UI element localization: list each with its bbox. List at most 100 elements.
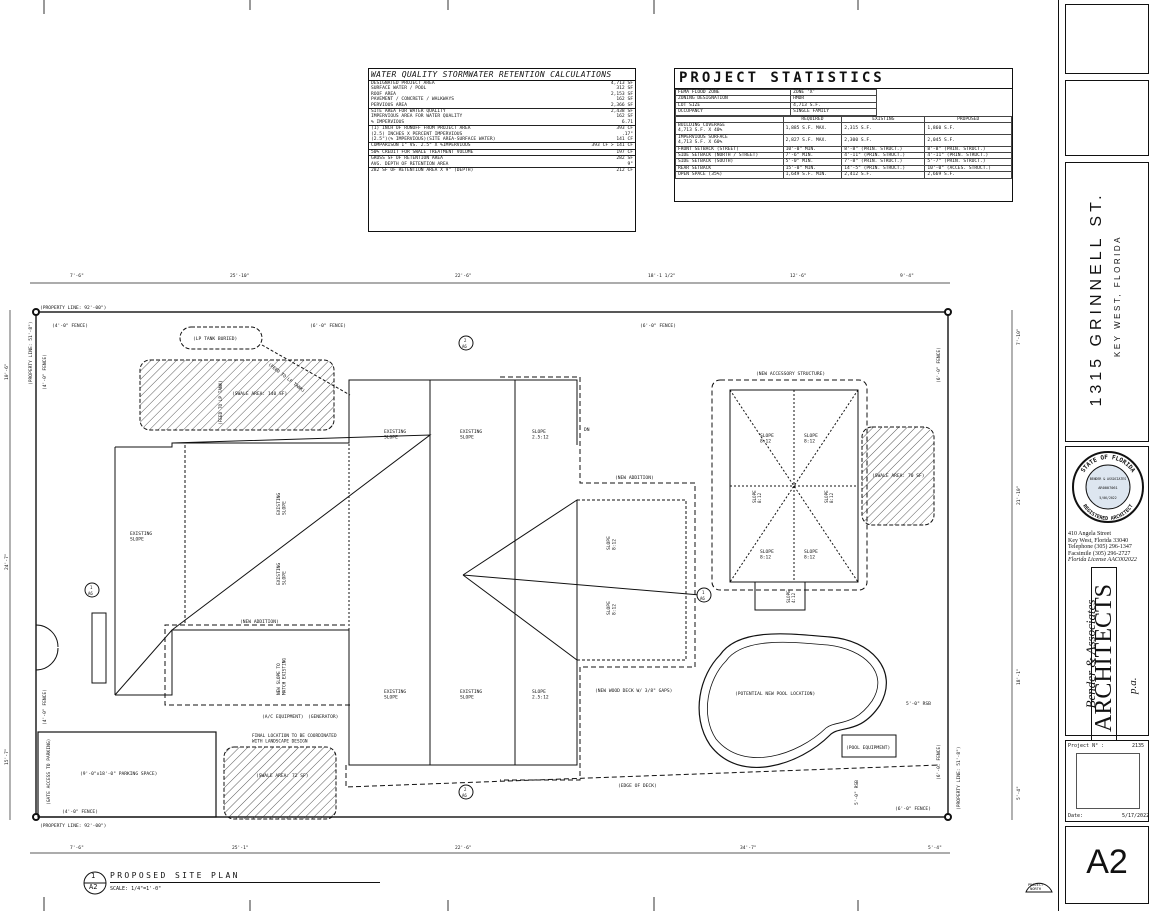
slope-label: SLOPE4:12 — [786, 590, 796, 603]
water-quality-table: WATER QUALITY STORMWATER RETENTION CALCU… — [368, 68, 636, 232]
ps-row: REAR SETBACK 15'-0" MIN. 14'-5" (PRIN. S… — [675, 164, 1012, 173]
seal-name: BENDER & ASSOCIATES — [1090, 477, 1127, 481]
wq-value: 9" — [627, 161, 633, 167]
architect-seal-icon: STATE OF FLORIDA REGISTERED ARCHITECT BE… — [1072, 451, 1144, 523]
wq-value: .17" — [621, 131, 633, 137]
potential-pool — [698, 633, 887, 768]
swale-label: (SWALE AREA: 70 SF) — [872, 473, 925, 479]
ps-proposed: 8'-8" (PRIN. STRUCT.) — [924, 145, 1012, 154]
project-city: KEY WEST, FLORIDA — [1113, 235, 1122, 357]
dim-right: 7'-10" — [1016, 328, 1022, 345]
gate-access-label: (GATE ACCESS TO PARKING) — [46, 739, 52, 805]
ps-row: SIDE SETBACK (NORTH / STREET) 7'-6" MIN.… — [675, 152, 1012, 160]
project-statistics-title: PROJECT STATISTICS — [675, 69, 1012, 89]
swale-area-1 — [139, 359, 335, 431]
fence-label: (4'-0" FENCE) — [62, 809, 98, 815]
lp-tank-label: (LP TANK BURIED) — [193, 336, 237, 342]
swale-label: (SWALE AREA: 140 SF) — [232, 391, 287, 397]
ps-proposed: 2,669 S.F. — [924, 171, 1012, 179]
fence-label: (4'-0" FENCE) — [52, 323, 88, 329]
dim-top: 18'-1 1/2" — [648, 273, 676, 279]
ps-required: 1,885 S.F. MAX. — [782, 122, 843, 135]
drawing-number-bubble — [83, 871, 107, 895]
dim-bottom: 34'-7" — [740, 845, 757, 851]
parking-label: (9'-0"x18'-0" PARKING SPACE) — [80, 771, 157, 777]
slope-label: SLOPE8:12 — [824, 490, 834, 503]
section-tag-number: 1 — [90, 585, 93, 590]
ps-row: FRONT SETBACK (STREET) 10'-0" MIN. 8'-8"… — [675, 145, 1012, 154]
new-addition-outline — [164, 376, 696, 781]
section-tag-sheet: A6 — [462, 793, 467, 798]
fence-label: (6'-0" FENCE) — [310, 323, 346, 329]
section-tag-number: 1 — [702, 590, 705, 595]
ps-info-value: SINGLE FAMILY — [790, 108, 878, 116]
ps-row: SIDE SETBACK (SOUTH) 5'-0" MIN. 7'-8" (P… — [675, 158, 1012, 166]
fence-label: (6'-0" FENCE) — [640, 323, 676, 329]
section-tag-sheet: A6 — [462, 344, 467, 349]
ps-required: 1,649 S.F. MIN. — [782, 171, 843, 179]
drawing-number: 1 — [91, 872, 96, 880]
ps-label: FRONT SETBACK (STREET) — [675, 145, 784, 154]
gate — [35, 612, 107, 684]
seal-date: 5/06/2022 — [1099, 496, 1116, 500]
dim-top: 25'-10" — [230, 273, 249, 279]
ps-label: SIDE SETBACK (NORTH / STREET) — [675, 152, 784, 160]
dim-top: 22'-6" — [455, 273, 472, 279]
property-line-bottom-label: (PROPERTY LINE: 92'-00") — [40, 823, 106, 829]
dim-left: 24'-7" — [4, 553, 10, 570]
wq-label: SITE AREA FOR WATER QUALITY — [369, 108, 566, 115]
north-label: PROJECT NORTH — [1028, 883, 1044, 891]
ps-row: BUILDING COVERAGE 4,713 S.F. X 40% 1,885… — [675, 122, 1012, 135]
project-address-box: 1315 GRINNELL ST. KEY WEST, FLORIDA — [1065, 162, 1149, 442]
firm-address: 410 Angela Street — [1068, 531, 1111, 537]
wq-value: 2,153 SF — [610, 91, 633, 97]
ps-header: PROPOSED — [924, 115, 1012, 124]
slope-label: SLOPE8:12 — [752, 490, 762, 503]
ps-proposed: 4'-11" (PRIN. STRUCT.) — [924, 152, 1012, 160]
accessory-structure — [711, 379, 868, 611]
wq-value: 312 SF — [616, 86, 633, 92]
new-accessory-label: (NEW ACCESSORY STRUCTURE) — [756, 371, 825, 377]
slope-label: SLOPE8:12 — [606, 536, 618, 550]
property-line — [35, 311, 949, 818]
slope-label: EXISTINGSLOPE — [276, 493, 288, 515]
wq-label: IMPERVIOUS AREA FOR WATER QUALITY — [371, 114, 463, 120]
ps-existing: 2,412 S.F. — [841, 171, 926, 179]
sheet-number-box: A2 — [1065, 826, 1149, 904]
firm-city: Key West, Florida 33040 — [1068, 537, 1129, 544]
wq-row: (2.5")(% IMPERVIOUS)(SITE AREA-SURFACE W… — [369, 137, 635, 143]
dim-top: 9'-4" — [900, 273, 914, 279]
section-tag-number: 2 — [464, 787, 467, 792]
section-markers — [84, 335, 712, 800]
ps-existing: 2,300 S.F. — [841, 133, 926, 147]
dim-top: 12'-6" — [790, 273, 807, 279]
project-address: 1315 GRINNELL ST. — [1088, 191, 1105, 407]
ps-label: REAR SETBACK — [675, 164, 784, 173]
wq-label: DESIGNATED PROJECT AREA — [371, 81, 435, 86]
swale-area-3 — [223, 746, 337, 820]
wq-value: 2,366 SF — [610, 102, 633, 108]
ps-header: EXISTING — [841, 115, 926, 124]
ac-equipment-label: (A/C EQUIPMENT) — [262, 714, 304, 720]
wq-label: (2.5")(% IMPERVIOUS)(SITE AREA-SURFACE W… — [371, 137, 496, 143]
keymap-box — [1076, 753, 1140, 809]
wq-value: 393 CF — [565, 125, 635, 132]
wq-value: 4,713 SF — [610, 81, 633, 86]
fence-label: (6'-0" FENCE) — [936, 744, 942, 780]
wq-label: 282 SF OF RETENTION AREA X 9" (DEPTH) — [369, 167, 566, 174]
firm-license: Florida License AAC002022 — [1068, 557, 1137, 564]
ps-label: IMPERVIOUS SURFACE 4,713 S.F. X 60% — [675, 133, 784, 147]
